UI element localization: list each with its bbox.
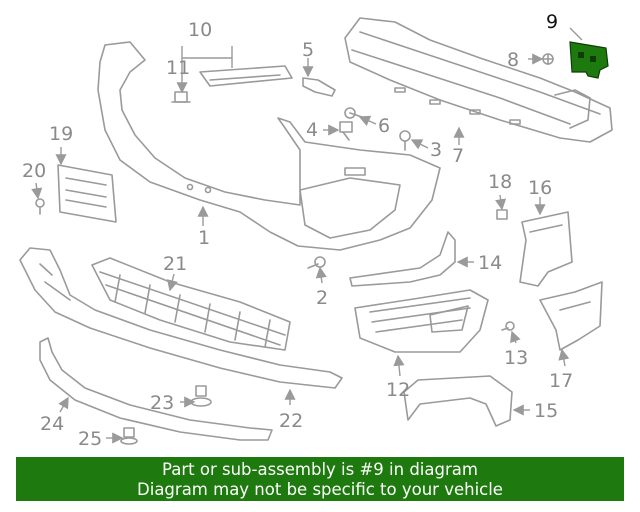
part-21-mesh-grille [91, 257, 291, 351]
label-13: 13 [504, 347, 528, 369]
label-24: 24 [40, 413, 64, 435]
label-16: 16 [528, 177, 552, 199]
part-18-screw [496, 209, 508, 220]
part-16-side-bracket [519, 211, 573, 287]
label-1: 1 [198, 227, 210, 249]
part-8-bolt [542, 53, 554, 65]
part-19-license-bracket [57, 164, 117, 223]
label-3: 3 [430, 139, 442, 161]
label-22: 22 [279, 410, 303, 432]
part-1-bumper-cover [97, 41, 441, 251]
label-5: 5 [302, 39, 314, 61]
label-21: 21 [163, 253, 187, 275]
part-15-trim-ring [403, 375, 513, 427]
part-9-bracket-highlighted [569, 41, 609, 79]
part-22-lower-spoiler [19, 247, 343, 389]
part-6-screw [344, 107, 363, 119]
label-18: 18 [488, 171, 512, 193]
part-4-bolt [339, 121, 353, 141]
label-17: 17 [549, 370, 573, 392]
parts-diagram: 10 11 5 8 9 6 4 3 7 19 20 18 16 1 21 14 … [19, 11, 613, 450]
label-8: 8 [507, 49, 519, 71]
part-23-clip [190, 385, 212, 407]
label-4: 4 [306, 119, 318, 141]
part-14-trim-strip [349, 231, 456, 287]
banner-line-2: Diagram may not be specific to your vehi… [137, 480, 503, 499]
label-25: 25 [78, 428, 102, 450]
label-14: 14 [478, 252, 502, 274]
info-banner: Part or sub-assembly is #9 in diagram Di… [16, 457, 624, 501]
callout-labels: 10 11 5 8 9 6 4 3 7 19 20 18 16 1 21 14 … [22, 11, 573, 450]
part-20-screw [35, 198, 45, 215]
label-2: 2 [316, 287, 328, 309]
label-11: 11 [166, 57, 190, 79]
part-3-screw [399, 130, 411, 151]
part-17-side-bracket [539, 281, 603, 351]
part-10-upper-bracket [199, 65, 293, 87]
label-7: 7 [452, 145, 464, 167]
label-15: 15 [534, 400, 558, 422]
part-5-retainer [302, 77, 336, 97]
leader-lines [31, 27, 583, 444]
banner-line-1: Part or sub-assembly is #9 in diagram [162, 460, 478, 479]
label-20: 20 [22, 160, 46, 182]
part-2-screw [307, 256, 326, 269]
part-12-fog-grille [354, 289, 489, 353]
label-19: 19 [49, 123, 73, 145]
label-23: 23 [150, 392, 174, 414]
label-12: 12 [386, 379, 410, 401]
part-24-lower-trim [39, 337, 273, 441]
part-7-reinforcement-beam [344, 17, 613, 143]
part-11-clip [171, 91, 191, 103]
label-9: 9 [546, 11, 558, 33]
part-25-clip [120, 427, 138, 445]
part-13-screw [501, 321, 515, 331]
label-10: 10 [188, 19, 212, 41]
label-6: 6 [378, 115, 390, 137]
